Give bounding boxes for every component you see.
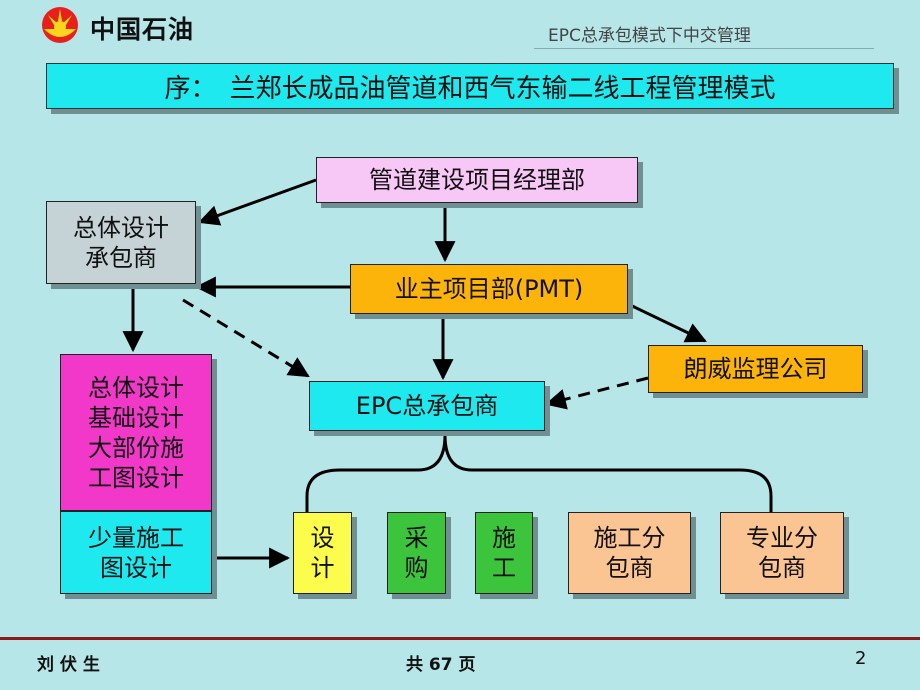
arrow-pmd-to-design-contractor [198,178,317,226]
dashed-arrow-supervisor-to-epc [544,376,649,410]
design-contractor-box: 总体设计 承包商 [46,201,196,284]
construction-sub-box: 施工分 包商 [568,512,691,594]
footer-author: 刘 伏 生 [37,655,100,675]
minor-design-line-1: 少量施工 [88,523,184,552]
epc-brace [305,434,773,512]
minor-design-line-2: 图设计 [100,553,172,582]
procurement-line-2: 购 [404,554,429,582]
design-scope-line-1: 总体设计 [88,373,184,402]
footer-page-number: 2 [855,648,867,669]
supervisor-label: 朗威监理公司 [683,355,828,383]
slide-title: 序： 兰郑长成品油管道和西气东输二线工程管理模式 [46,63,894,109]
construction-box: 施 工 [475,512,533,594]
design-scope-line-3: 大部份施 [88,433,184,462]
footer-divider [0,637,920,640]
procurement-line-1: 采 [404,524,429,552]
specialty-sub-line-2: 包商 [758,554,806,582]
dashed-arrow-design-contractor-to-epc [182,298,310,378]
design-line-1: 设 [310,524,335,552]
pipeline-pmd-label: 管道建设项目经理部 [369,166,585,194]
pipeline-pmd-box: 管道建设项目经理部 [316,157,638,203]
design-scope-line-2: 基础设计 [88,403,184,432]
company-name: 中国石油 [90,15,195,44]
header-divider [534,48,874,49]
minor-design-box: 少量施工 图设计 [60,511,212,594]
construction-sub-line-2: 包商 [605,554,654,582]
design-scope-line-4: 工图设计 [88,463,184,492]
footer-total-pages: 共 67 页 [406,655,476,675]
epc-contractor-box: EPC总承包商 [309,381,545,431]
design-contractor-line-2: 承包商 [85,243,157,272]
specialty-sub-box: 专业分 包商 [720,512,844,594]
design-scope-box: 总体设计 基础设计 大部份施 工图设计 [60,354,212,511]
epc-contractor-label: EPC总承包商 [355,392,499,420]
supervisor-box: 朗威监理公司 [648,345,863,393]
design-line-2: 计 [310,554,335,582]
pmt-box: 业主项目部(PMT) [350,264,628,314]
slide-subtitle: EPC总承包模式下中交管理 [548,26,751,46]
company-logo [40,5,80,45]
construction-line-2: 工 [492,554,516,582]
design-contractor-line-1: 总体设计 [73,213,169,242]
construction-line-1: 施 [492,524,516,552]
design-box: 设 计 [293,512,352,594]
construction-sub-line-1: 施工分 [593,524,666,552]
arrow-pmt-to-supervisor [627,302,707,343]
petrochina-logo-icon [42,7,78,43]
pmt-label: 业主项目部(PMT) [394,275,584,303]
specialty-sub-line-1: 专业分 [746,524,818,552]
procurement-box: 采 购 [387,512,446,594]
